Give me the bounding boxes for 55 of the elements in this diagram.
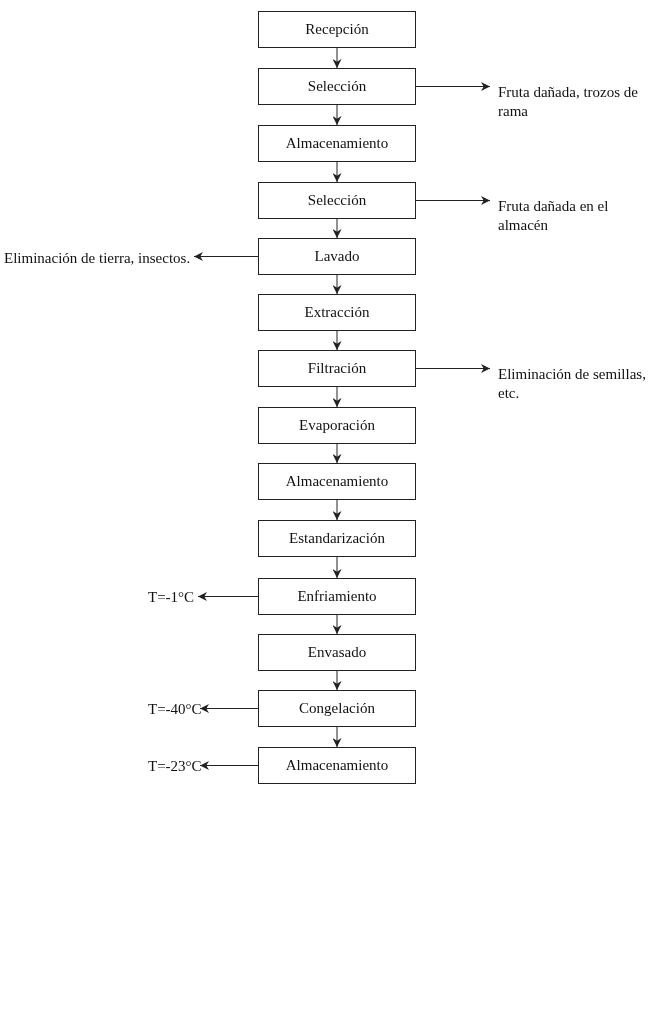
arrow (332, 670, 342, 691)
process-box (258, 125, 416, 162)
arrow (415, 82, 491, 91)
arrow (332, 218, 342, 239)
process-box (258, 350, 416, 387)
arrow (332, 386, 342, 408)
process-box (258, 294, 416, 331)
step-label: Evaporación (299, 417, 375, 434)
process-box (258, 690, 416, 727)
process-box (258, 68, 416, 105)
side-note: Eliminación de semillas, etc. (498, 365, 647, 403)
process-box (258, 520, 416, 557)
arrow (415, 364, 491, 373)
step-label: Congelación (299, 700, 375, 717)
side-note: T=-1°C (148, 587, 195, 607)
step-label: Recepción (305, 21, 369, 38)
arrow (197, 592, 259, 601)
side-note: Fruta dañada, trozos de rama (498, 83, 639, 121)
process-box (258, 407, 416, 444)
step-label: Extracción (304, 304, 370, 321)
step-label: Filtración (307, 360, 367, 377)
side-note: T=-40°C (148, 699, 202, 719)
side-note: Fruta dañada en el almacén (498, 197, 610, 235)
step-label: Selección (307, 78, 367, 95)
step-label: Selección (307, 192, 367, 209)
arrow (332, 47, 342, 69)
arrow (332, 274, 342, 295)
arrow (332, 726, 342, 748)
process-box (258, 747, 416, 784)
step-label: Lavado (314, 248, 360, 265)
arrow (332, 556, 342, 579)
process-box (258, 463, 416, 500)
step-label: Envasado (307, 644, 367, 661)
side-note: T=-23°C (148, 756, 202, 776)
arrow (332, 330, 342, 351)
process-box (258, 238, 416, 275)
process-box (258, 182, 416, 219)
arrow (332, 499, 342, 521)
step-label: Almacenamiento (285, 757, 389, 774)
side-note: Eliminación de tierra, insectos. (4, 248, 191, 268)
arrow (332, 443, 342, 464)
process-box (258, 11, 416, 48)
step-label: Almacenamiento (285, 473, 389, 490)
arrow (193, 252, 259, 261)
arrow (415, 196, 491, 205)
arrow (332, 104, 342, 126)
arrow (332, 161, 342, 183)
arrow (199, 704, 259, 713)
process-box (258, 578, 416, 615)
process-box (258, 634, 416, 671)
step-label: Estandarización (289, 530, 385, 547)
step-label: Almacenamiento (285, 135, 389, 152)
arrow (199, 761, 259, 770)
step-label: Enfriamiento (297, 588, 377, 605)
arrow (332, 614, 342, 635)
